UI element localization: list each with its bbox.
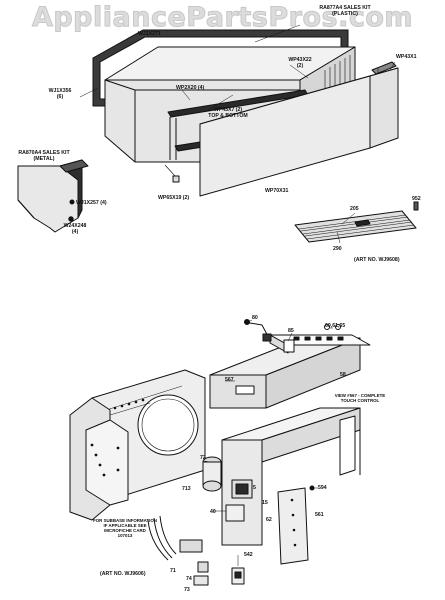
label-subbase-line1: FOR SUBBASE INFORMATION <box>93 518 157 523</box>
label-62: 62 <box>266 517 272 523</box>
electrical-box <box>221 407 361 546</box>
label-ra870a4-line1: RA870A4 SALES KIT <box>18 150 70 156</box>
label-567: 567 <box>225 377 234 383</box>
label-713: 713 <box>182 486 191 492</box>
label-ra877a4-line1: RA877A4 SALES KIT <box>319 5 371 11</box>
label-ra877a4-line2: (PLASTIC) <box>332 11 358 17</box>
label-view-note: VIEW #567 - COMPLETE TOUCH CONTROL <box>325 393 395 403</box>
label-60-61-65: 60,61,65 <box>325 323 346 329</box>
label-wp43x22-line1: WP43X22 <box>288 57 312 63</box>
label-w24x248: W24X248 (4) <box>60 223 90 235</box>
label-5: 5 <box>253 485 256 491</box>
label-subbase-line3: MICROFICHE CARD <box>104 528 146 533</box>
small-hardware <box>68 164 180 222</box>
transformer <box>225 479 253 522</box>
label-wj1x356-line2: (6) <box>56 94 64 100</box>
label-wp43x1: WP43X1 <box>396 54 417 60</box>
sales-kit-bracket <box>17 159 89 233</box>
label-594: 594 <box>318 485 327 491</box>
label-wj1x271: WJ1X271 <box>138 31 161 37</box>
label-71: 71 <box>170 568 176 574</box>
side-panel <box>69 397 129 521</box>
louver-assembly <box>294 201 419 243</box>
label-40: 40 <box>210 509 216 515</box>
switch-542 <box>231 567 245 585</box>
label-art-top: (ART NO. WJ9608) <box>354 257 400 263</box>
label-wp43x22-line2: (2) <box>296 63 304 69</box>
label-85: 85 <box>288 328 294 334</box>
label-wj1x356: WJ1X356 (6) <box>40 88 80 100</box>
label-w24x248-line1: W24X248 <box>63 223 87 229</box>
label-58: 58 <box>340 372 346 378</box>
bottom-leaders <box>203 319 333 566</box>
label-73: 73 <box>184 587 190 593</box>
strip-wp43x1 <box>371 61 397 75</box>
label-wp43x7-line1: WP43X7 (2) <box>213 107 243 113</box>
label-wj1x257: WJ1X257 (4) <box>76 200 107 206</box>
label-wp2x20: WP2X20 (4) <box>176 85 205 91</box>
label-ra877a4: RA877A4 SALES KIT (PLASTIC) <box>305 5 385 17</box>
label-561: 561 <box>315 512 324 518</box>
label-w24x248-line2: (4) <box>71 229 79 235</box>
label-subbase-line2: IF APPLICABLE SEE <box>103 523 147 528</box>
label-15: 15 <box>262 500 268 506</box>
label-view-note-line2: TOUCH CONTROL <box>340 398 380 403</box>
label-wp43x7: WP43X7 (2) TOP & BOTTOM <box>198 107 258 119</box>
label-542: 542 <box>244 552 253 558</box>
label-72: 72 <box>200 455 206 461</box>
label-subbase-note: FOR SUBBASE INFORMATION IF APPLICABLE SE… <box>85 518 165 538</box>
front-grille <box>199 67 399 197</box>
watermark: AppliancePartsPros.com <box>31 2 414 34</box>
label-80: 80 <box>252 315 258 321</box>
label-wp43x7-line2: TOP & BOTTOM <box>208 113 248 119</box>
label-wp65x19: WP65X19 (2) <box>158 195 190 201</box>
label-art-bottom: (ART NO. WJ9606) <box>100 571 146 577</box>
label-952: 952 <box>412 196 421 202</box>
label-subbase-line4: 107013 <box>117 533 133 538</box>
label-wp70x31: WP70X31 <box>265 188 289 194</box>
capacitor <box>202 456 222 492</box>
label-290: 290 <box>333 246 342 252</box>
label-205: 205 <box>350 206 359 212</box>
sensor-wires <box>243 319 295 353</box>
label-ra870a4: RA870A4 SALES KIT (METAL) <box>10 150 78 162</box>
top-leaders <box>79 24 396 244</box>
control-mount <box>209 337 361 409</box>
label-ra870a4-line2: (METAL) <box>33 156 55 162</box>
access-cover <box>277 487 309 565</box>
label-view-note-line1: VIEW #567 - COMPLETE <box>334 393 386 398</box>
label-wp43x22: WP43X22 (2) <box>280 57 320 69</box>
label-74: 74 <box>186 576 192 582</box>
label-wj1x356-line1: WJ1X356 <box>48 88 72 94</box>
wire-harness <box>147 515 209 586</box>
